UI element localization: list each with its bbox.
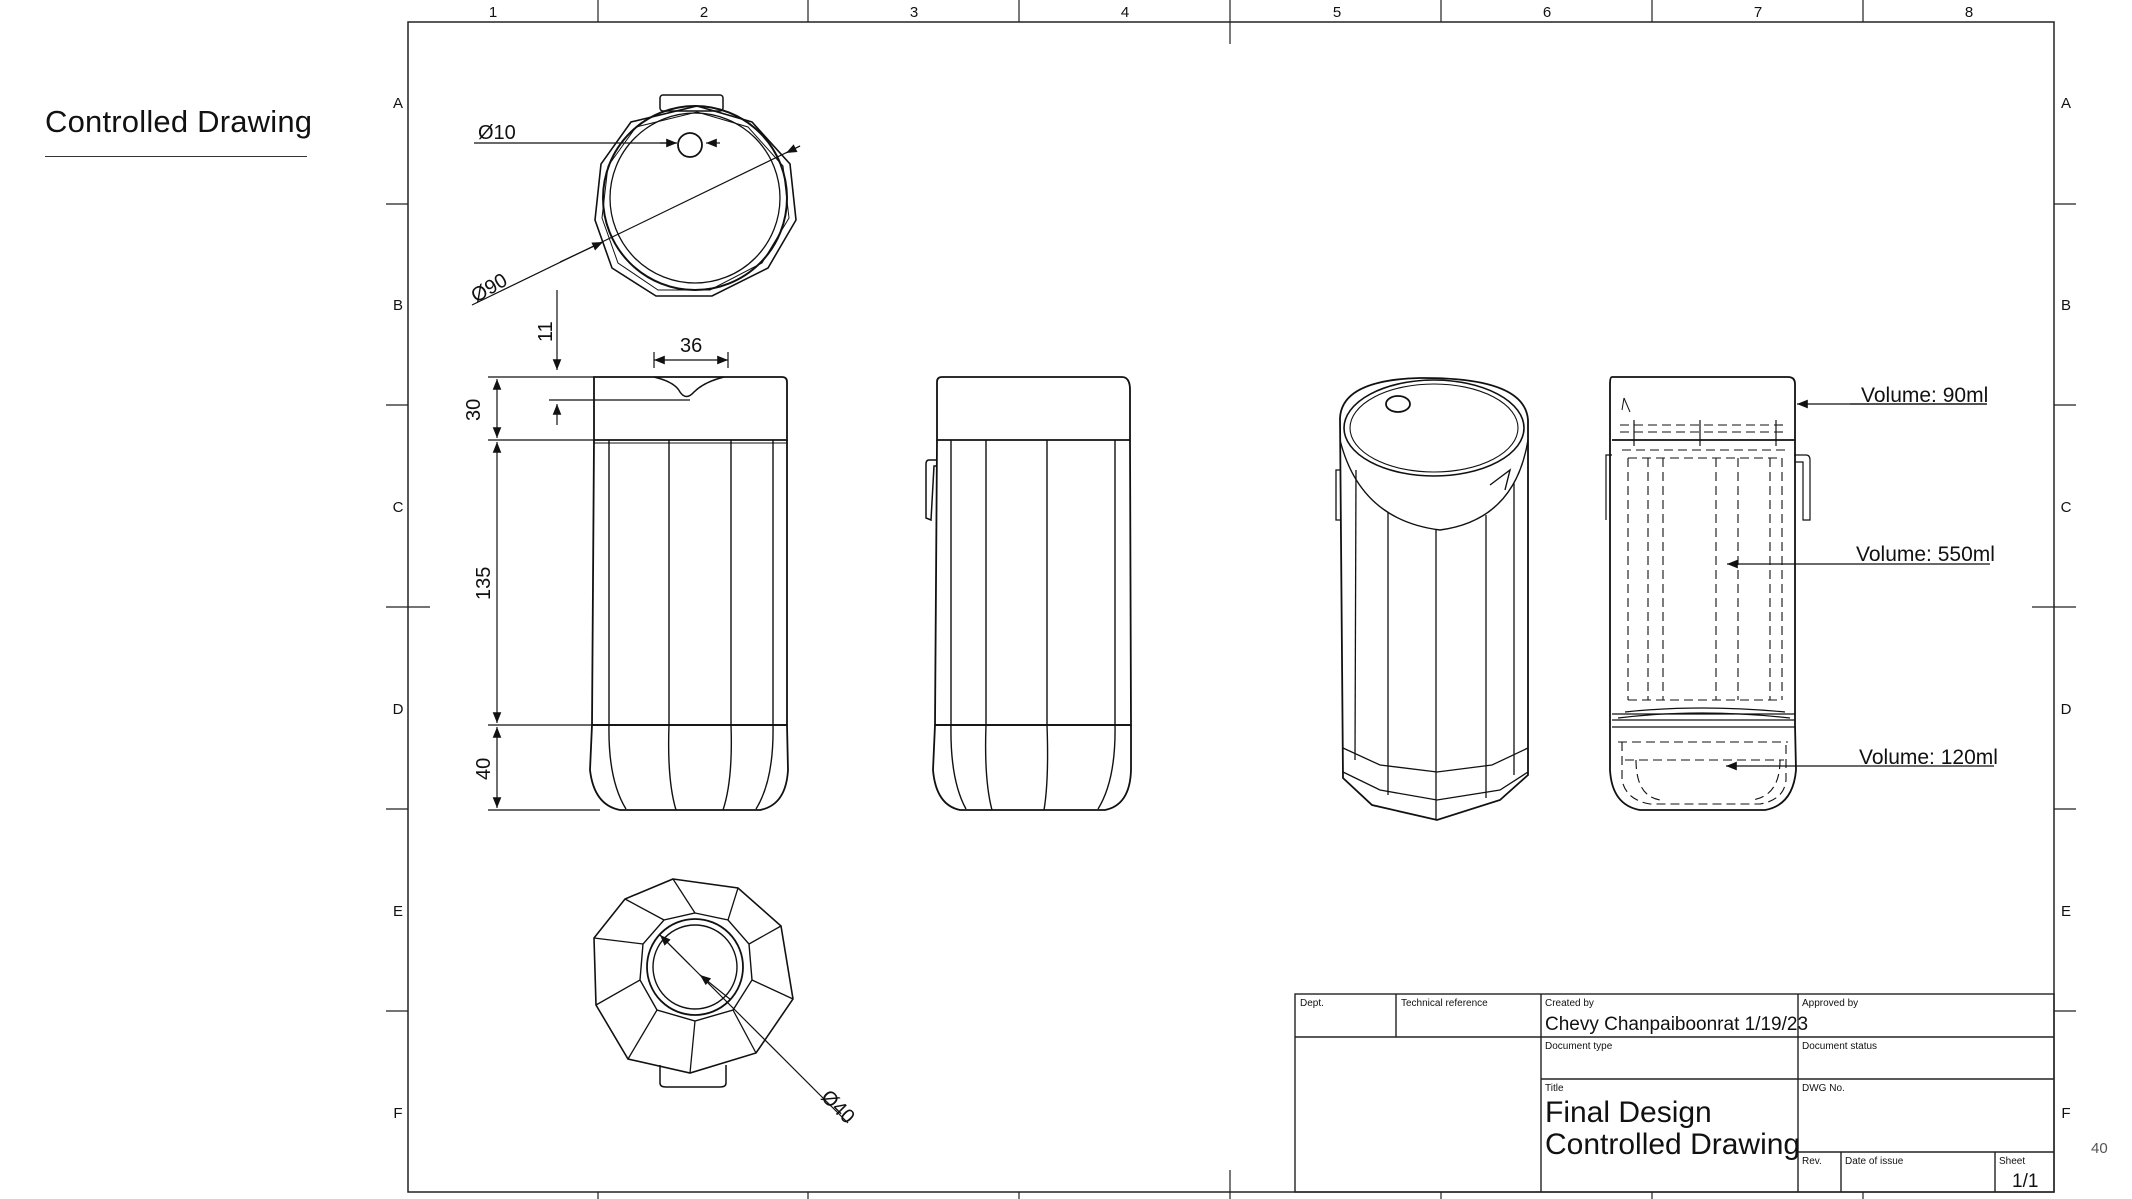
label-volume-90: Volume: 90ml (1861, 384, 1988, 407)
side-view (925, 376, 1132, 811)
isometric-view (1335, 377, 1529, 821)
tb-doc-type-label: Document type (1545, 1041, 1613, 1052)
label-dim11: 11 (535, 321, 557, 342)
tb-doc-status-label: Document status (1802, 1041, 1877, 1052)
top-view (594, 94, 797, 297)
tb-title-label: Title (1545, 1083, 1564, 1094)
tb-rev-label: Rev. (1802, 1156, 1822, 1167)
row-label-left: F (393, 1105, 402, 1122)
title-block-text: Dept. Technical reference Created by Che… (1300, 998, 2038, 1192)
row-label-right: B (2061, 297, 2071, 314)
col-label-top: 5 (1333, 4, 1341, 21)
tb-approved-by-label: Approved by (1802, 998, 1858, 1009)
col-label-bottom: 7 (1754, 1196, 1762, 1199)
row-label-right: D (2061, 701, 2072, 718)
label-volume-550: Volume: 550ml (1856, 543, 1995, 566)
col-label-bottom: 3 (910, 1196, 918, 1199)
title-block (1294, 993, 2055, 1193)
row-label-left: E (393, 903, 403, 920)
label-dim135: 135 (473, 567, 495, 600)
bottom-view (593, 878, 794, 1088)
col-label-bottom: 2 (700, 1196, 708, 1199)
row-label-right: E (2061, 903, 2071, 920)
col-label-top: 2 (700, 4, 708, 21)
col-label-bottom: 1 (489, 1196, 497, 1199)
row-label-left: B (393, 297, 403, 314)
tb-title-line1: Final Design (1545, 1096, 1712, 1129)
label-volume-120: Volume: 120ml (1859, 746, 1998, 769)
front-view-dimensions (488, 290, 729, 811)
page-number: 40 (2091, 1140, 2108, 1157)
label-dim40: 40 (473, 758, 495, 780)
col-label-top: 7 (1754, 4, 1762, 21)
dim-dia40 (658, 933, 849, 1124)
col-label-bottom: 4 (1121, 1196, 1129, 1199)
col-label-bottom: 5 (1333, 1196, 1341, 1199)
volume-leaders (1726, 399, 1994, 771)
tb-title-line2: Controlled Drawing (1545, 1128, 1800, 1161)
col-label-top: 1 (489, 4, 497, 21)
label-dim36: 36 (680, 335, 702, 357)
col-label-top: 3 (910, 4, 918, 21)
row-label-right: F (2061, 1105, 2070, 1122)
drawing-frame (386, 0, 2076, 1199)
column-labels: 1 2 3 4 5 6 7 8 1 2 3 4 5 6 7 8 (489, 4, 1973, 1199)
label-dia40: Ø40 (816, 1086, 858, 1128)
row-label-right: A (2061, 95, 2071, 112)
tb-sheet-label: Sheet (1999, 1156, 2025, 1167)
col-label-top: 8 (1965, 4, 1973, 21)
tb-tech-ref-label: Technical reference (1401, 998, 1488, 1009)
tb-created-by-label: Created by (1545, 998, 1594, 1009)
tb-sheet-value: 1/1 (2012, 1171, 2038, 1192)
tb-created-by-value: Chevy Chanpaiboonrat 1/19/23 (1545, 1014, 1808, 1035)
tb-dept-label: Dept. (1300, 998, 1324, 1009)
tb-date-issue-label: Date of issue (1845, 1156, 1904, 1167)
col-label-bottom: 6 (1543, 1196, 1551, 1199)
row-label-right: C (2061, 499, 2072, 516)
row-label-left: D (393, 701, 404, 718)
label-dim30: 30 (463, 399, 485, 421)
tb-dwg-no-label: DWG No. (1802, 1083, 1845, 1094)
col-label-top: 4 (1121, 4, 1129, 21)
label-dia10: Ø10 (478, 122, 516, 144)
row-labels: A B C D E F A B C D E F (393, 95, 2072, 1122)
section-view (1605, 376, 1811, 811)
col-label-top: 6 (1543, 4, 1551, 21)
col-label-bottom: 8 (1965, 1196, 1973, 1199)
page-heading: Controlled Drawing (45, 104, 313, 139)
heading-underline (45, 156, 307, 157)
row-label-left: A (393, 95, 403, 112)
row-label-left: C (393, 499, 404, 516)
front-view (589, 376, 789, 811)
dim-dia90 (471, 144, 801, 306)
label-dia90: Ø90 (468, 269, 512, 307)
